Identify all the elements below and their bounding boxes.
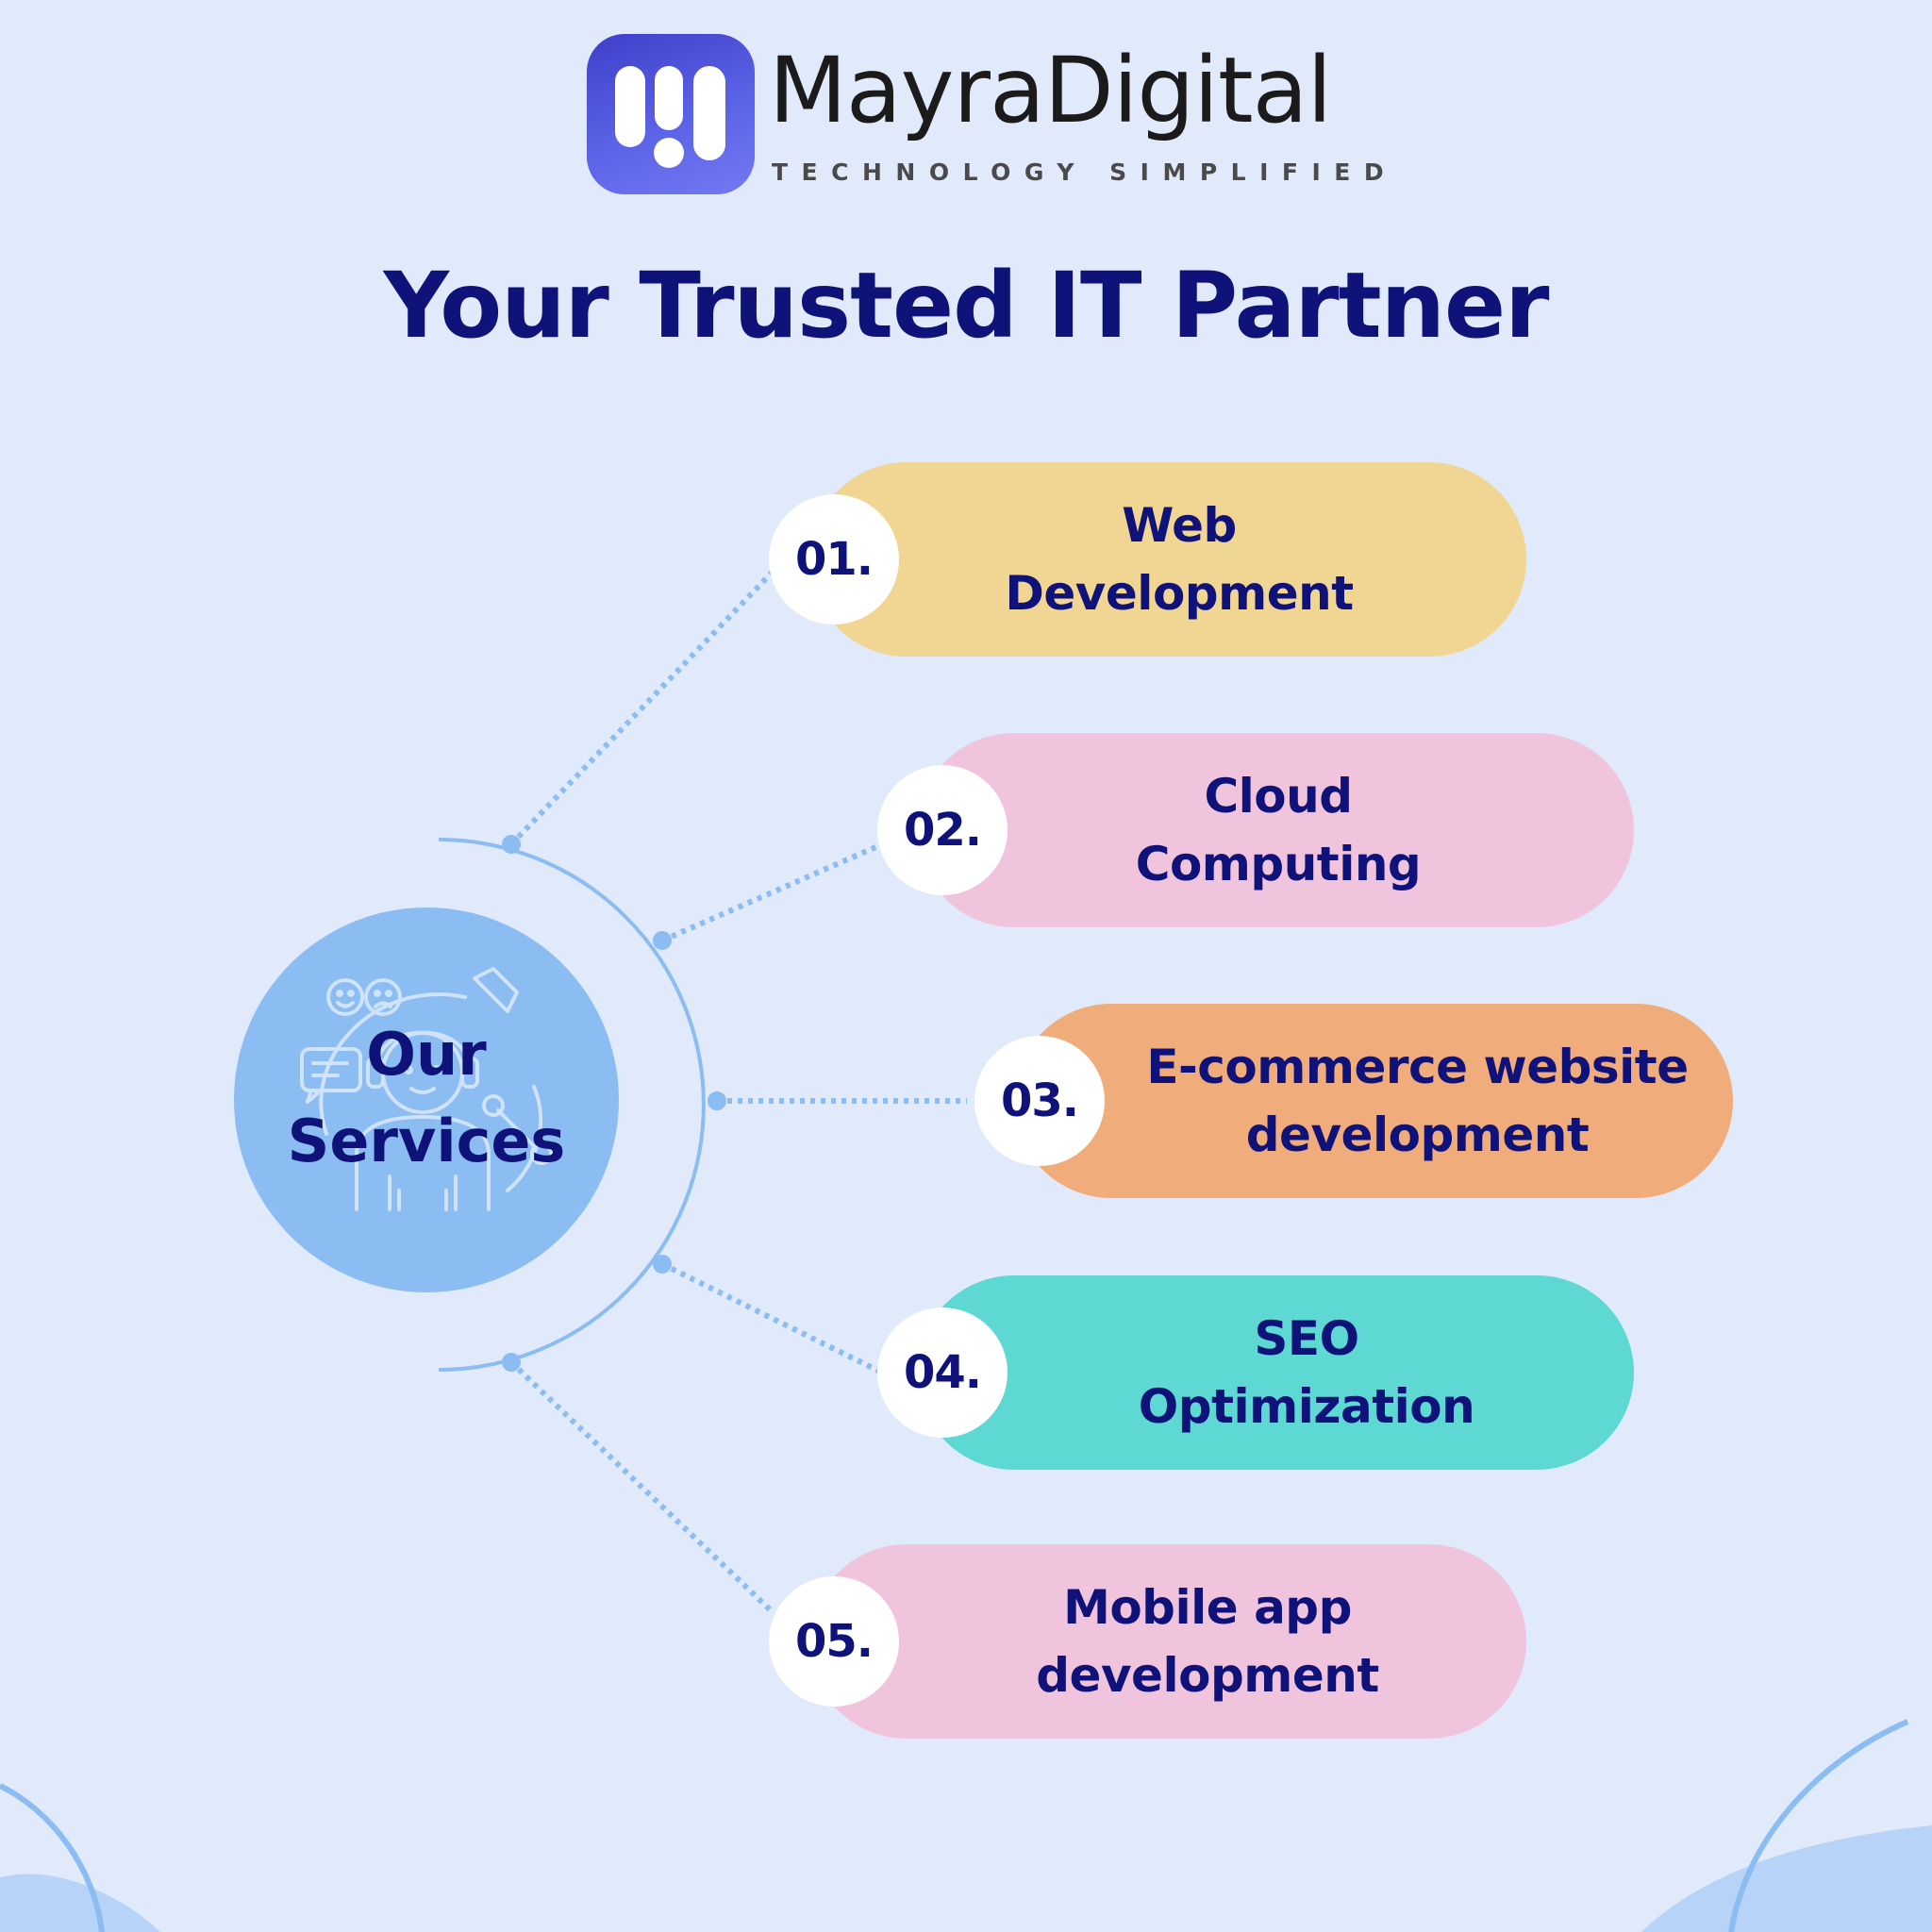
- service-label-01-line2: Development: [1005, 566, 1354, 621]
- service-label-03-line2: development: [1245, 1108, 1590, 1162]
- service-pill-03: [1014, 1004, 1733, 1198]
- page-title: Your Trusted IT Partner: [383, 253, 1550, 358]
- corner-blob-bottom-left: [0, 1874, 160, 1932]
- service-label-02-line1: Cloud: [1204, 769, 1353, 824]
- corner-swoosh-bottom-right: [1728, 1719, 1909, 1932]
- anchor-dot-04: [653, 1255, 672, 1274]
- connector-01: [508, 568, 776, 847]
- service-label-01: Web Development: [887, 462, 1472, 657]
- anchor-dot-05: [502, 1353, 521, 1372]
- service-label-03-line1: E-commerce website: [1146, 1040, 1689, 1094]
- service-label-02-line2: Computing: [1135, 837, 1422, 891]
- corner-swoosh-bottom-left: [0, 1783, 105, 1932]
- service-label-05-line1: Mobile app: [1063, 1580, 1352, 1635]
- service-pill-05: [809, 1544, 1526, 1739]
- anchor-dot-01: [502, 835, 521, 854]
- service-label-04-line1: SEO: [1254, 1311, 1359, 1366]
- service-label-01-line1: Web: [1122, 498, 1237, 553]
- anchor-dot-02: [653, 931, 672, 950]
- connector-02: [660, 841, 884, 943]
- connector-05: [508, 1359, 776, 1616]
- anchor-dot-03: [708, 1091, 726, 1110]
- service-pill-01: [809, 462, 1526, 657]
- service-number-04: 04.: [877, 1307, 1008, 1438]
- service-label-05-line2: development: [1036, 1648, 1379, 1703]
- services-hub: Our Services: [234, 908, 619, 1292]
- service-label-04-line2: Optimization: [1138, 1379, 1475, 1434]
- brand-logo-mark: [587, 34, 755, 194]
- hub-label: Our Services: [234, 1011, 619, 1185]
- hub-arc: [438, 838, 706, 1372]
- service-number-05: 05.: [769, 1576, 899, 1707]
- service-label-03: E-commerce website development: [1113, 1004, 1722, 1198]
- customer-support-person-icon: [300, 967, 553, 1211]
- service-label-02: Cloud Computing: [995, 733, 1561, 927]
- connector-04: [660, 1261, 884, 1375]
- logo-glyph-icon: [615, 66, 725, 168]
- service-number-01: 01.: [769, 494, 899, 625]
- hub-label-line2: Services: [287, 1107, 566, 1175]
- service-pill-02: [917, 733, 1634, 927]
- brand-tagline: TECHNOLOGY SIMPLIFIED: [772, 158, 1398, 186]
- service-label-04: SEO Optimization: [1024, 1275, 1590, 1470]
- hub-label-line1: Our: [366, 1020, 487, 1089]
- brand-name: MayraDigital: [769, 38, 1332, 143]
- service-number-03: 03.: [974, 1036, 1105, 1166]
- service-pill-04: [917, 1275, 1634, 1470]
- service-number-02: 02.: [877, 765, 1008, 895]
- corner-blob-bottom-right: [1641, 1825, 1932, 1932]
- service-label-05: Mobile app development: [906, 1544, 1509, 1739]
